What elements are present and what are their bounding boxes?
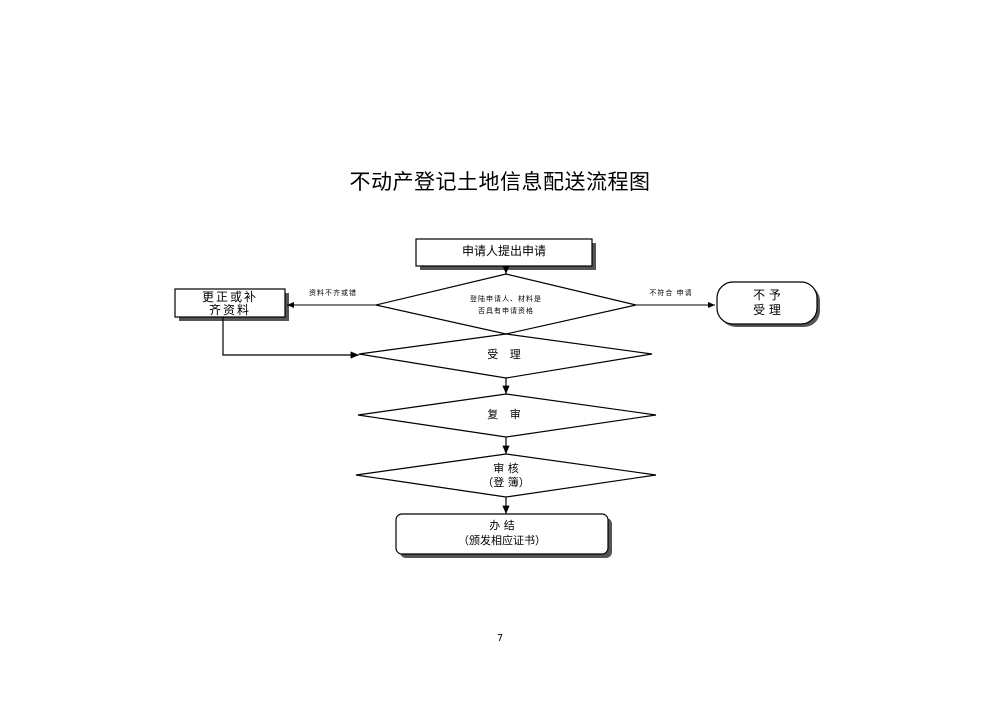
reject-label-line2: 受 理: [753, 303, 781, 317]
start-label: 申请人提出申请: [461, 244, 546, 258]
correct-label-line1: 更正或补: [201, 290, 258, 304]
reject-box: [716, 281, 818, 325]
audit-label-line2: （登 簿）: [482, 476, 530, 489]
arrow-correct-to-accept: [222, 317, 359, 359]
check-diamond: [375, 273, 637, 335]
check-label-line1: 登陆申请人、材料是: [470, 295, 542, 303]
check-label-line2: 否具有申请资格: [478, 307, 534, 315]
correct-box: [174, 288, 286, 318]
finish-label-line1: 办 结: [489, 519, 515, 532]
branch-right-label: 不符合 申请: [649, 289, 693, 297]
page-title: 不动产登记土地信息配送流程图: [349, 170, 651, 194]
reject-label-line1: 不 予: [753, 288, 781, 302]
correct-label-line2: 齐资料: [208, 303, 251, 317]
finish-label-line2: （颁发相应证书）: [458, 534, 546, 547]
review-label: 复 审: [487, 408, 525, 421]
audit-label-line1: 审 核: [493, 462, 519, 475]
finish-box: [395, 513, 609, 555]
branch-left-label: 资料不齐或错: [309, 289, 357, 297]
accept-label: 受 理: [487, 348, 525, 361]
page-number: 7: [496, 633, 504, 644]
